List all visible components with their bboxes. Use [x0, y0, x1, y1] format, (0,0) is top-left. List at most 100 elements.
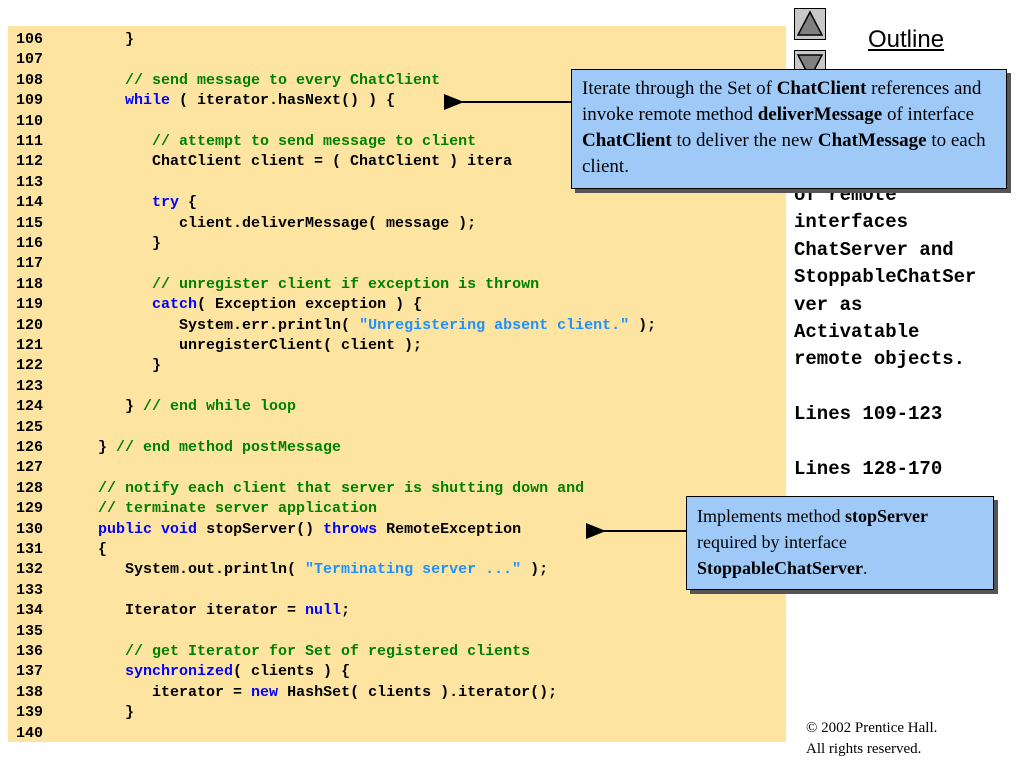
sidebar-note-line: Lines 128-170 — [794, 457, 943, 480]
line-number: 127 — [16, 459, 44, 477]
line-number: 118 — [16, 275, 44, 293]
code-token: Iterator iterator = — [44, 602, 306, 620]
sidebar-note-line: remote objects. — [794, 348, 966, 371]
line-number: 108 — [16, 71, 44, 89]
code-comment: // end while loop — [143, 398, 297, 416]
line-number: 114 — [16, 194, 44, 212]
code-comment: // get Iterator for Set of registered cl… — [44, 643, 531, 660]
code-token: ( Exception exception ) { — [197, 296, 423, 314]
line-number: 131 — [16, 541, 44, 558]
code-line: 134 Iterator iterator = null; — [8, 601, 786, 621]
code-token: ( iterator.hasNext() ) { — [170, 92, 396, 110]
code-line: 111 // attempt to send message to client — [8, 132, 786, 152]
code-line: 116 } — [8, 234, 786, 254]
code-comment: // unregister client if exception is thr… — [44, 275, 540, 293]
code-line: 130 public void stopServer() throws Remo… — [8, 520, 786, 540]
code-text: } — [44, 234, 161, 254]
code-line: 110 — [8, 112, 786, 132]
code-line: 137 synchronized( clients ) { — [8, 662, 786, 682]
code-token: { — [179, 194, 198, 212]
line-number: 128 — [16, 479, 44, 497]
code-token: } — [44, 357, 162, 375]
line-number: 140 — [16, 724, 44, 742]
code-line: 115 client.deliverMessage( message ); — [8, 214, 786, 234]
code-line: 135 — [8, 622, 786, 642]
code-keyword: new — [251, 683, 279, 701]
code-text: // get Iterator for Set of registered cl… — [44, 642, 530, 662]
code-keyword: throws — [323, 520, 378, 538]
code-text: } // end while loop — [44, 397, 296, 417]
code-token: stopServer() — [197, 520, 324, 538]
code-text: // terminate server application — [44, 499, 377, 519]
previous-slide-button[interactable] — [794, 8, 826, 40]
line-number: 122 — [16, 357, 44, 375]
code-line: 119 catch( Exception exception ) { — [8, 295, 786, 315]
sidebar-note-line: of remote — [794, 184, 897, 206]
line-number: 135 — [16, 622, 44, 640]
code-line: 109 while ( iterator.hasNext() ) { — [8, 91, 786, 111]
code-token: ); — [521, 561, 549, 579]
code-comment: // notify each client that server is shu… — [44, 479, 585, 497]
line-number: 138 — [16, 683, 44, 701]
code-token: iterator = — [44, 683, 252, 701]
line-number: 111 — [16, 133, 44, 150]
code-token: unregisterClient( client ); — [44, 337, 423, 354]
code-string: "Unregistering absent client." — [359, 316, 630, 334]
code-string: "Terminating server ..." — [305, 561, 522, 579]
line-number: 123 — [16, 377, 44, 395]
code-token: System.out.println( — [44, 561, 306, 579]
line-number: 124 — [16, 398, 44, 416]
code-line: 131 { — [8, 540, 786, 560]
code-line: 106 } — [8, 30, 786, 50]
triangle-up-icon — [796, 10, 824, 36]
code-token: } — [44, 704, 135, 722]
code-line: 128 // notify each client that server is… — [8, 479, 786, 499]
line-number: 107 — [16, 51, 44, 69]
line-number: 134 — [16, 602, 44, 620]
code-token: } — [44, 439, 117, 456]
line-number: 119 — [16, 296, 44, 314]
code-line: 117 — [8, 254, 786, 274]
code-keyword: while — [125, 92, 171, 110]
code-token: ); — [629, 316, 657, 334]
code-text: Iterator iterator = null; — [44, 601, 350, 621]
line-number: 132 — [16, 561, 44, 579]
code-text: // unregister client if exception is thr… — [44, 275, 539, 295]
line-number: 130 — [16, 520, 44, 538]
code-keyword: catch — [152, 296, 198, 314]
code-text: unregisterClient( client ); — [44, 336, 422, 356]
line-number: 129 — [16, 500, 44, 518]
next-slide-button[interactable] — [794, 50, 826, 70]
code-text: synchronized( clients ) { — [44, 662, 350, 682]
line-number: 137 — [16, 663, 44, 681]
line-number: 116 — [16, 235, 44, 252]
code-text: { — [44, 540, 107, 560]
callout-stop-server: Implements method stopServer required by… — [686, 496, 994, 590]
line-number: 112 — [16, 153, 44, 171]
code-line: 124 } // end while loop — [8, 397, 786, 417]
code-text: System.err.println( "Unregistering absen… — [44, 316, 656, 336]
code-line: 112 ChatClient client = ( ChatClient ) i… — [8, 152, 786, 172]
line-number: 126 — [16, 439, 44, 456]
code-text: client.deliverMessage( message ); — [44, 214, 476, 234]
code-line: 125 — [8, 418, 786, 438]
code-line: 120 System.err.println( "Unregistering a… — [8, 316, 786, 336]
code-token: ChatClient client = ( ChatClient ) itera — [44, 153, 513, 171]
code-line: 123 — [8, 377, 786, 397]
code-text: catch( Exception exception ) { — [44, 295, 422, 315]
line-number: 113 — [16, 173, 44, 191]
code-line: 107 — [8, 50, 786, 70]
code-comment: // end method postMessage — [116, 439, 342, 456]
outline-title[interactable]: Outline — [868, 26, 945, 53]
code-line: 138 iterator = new HashSet( clients ).it… — [8, 683, 786, 703]
code-keyword: null — [305, 602, 342, 620]
code-text: // send message to every ChatClient — [44, 71, 440, 91]
code-token: HashSet( clients ).iterator(); — [278, 683, 558, 701]
copyright-notice: © 2002 Prentice Hall. All rights reserve… — [806, 718, 937, 760]
code-token: ; — [341, 602, 351, 620]
code-comment: // terminate server application — [44, 500, 378, 518]
code-line: 113 — [8, 173, 786, 193]
code-token: System.err.println( — [44, 316, 360, 334]
line-number: 121 — [16, 337, 44, 354]
code-line: 140 — [8, 724, 786, 744]
